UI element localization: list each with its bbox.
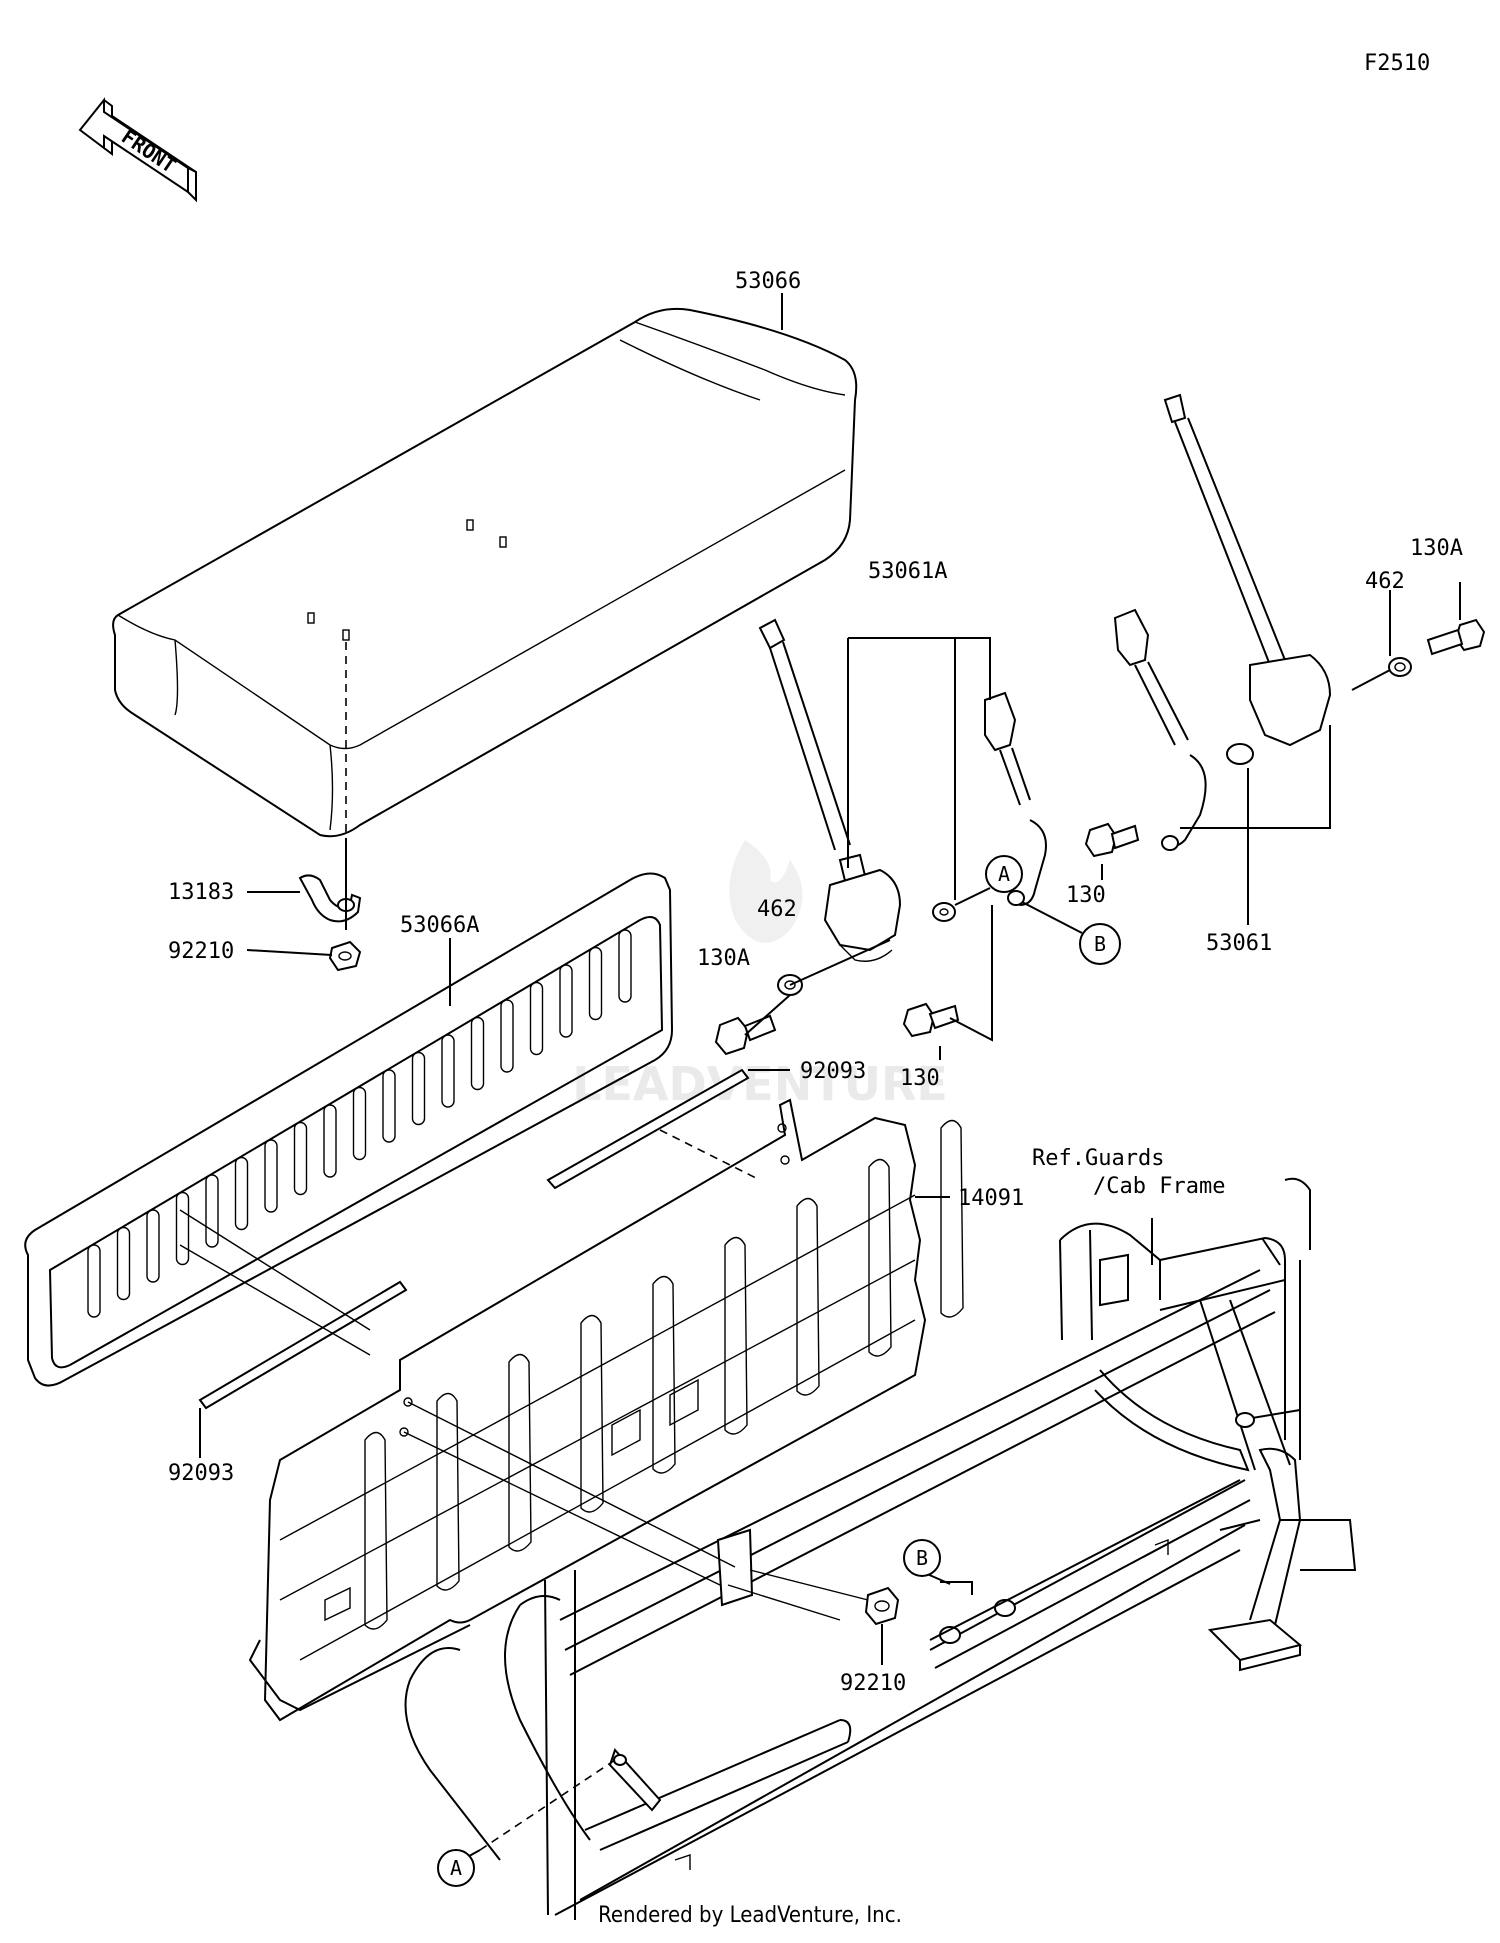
backrest-slot bbox=[116, 1226, 131, 1301]
panel-rib bbox=[940, 1119, 964, 1318]
backrest-slot bbox=[500, 999, 514, 1073]
svg-text:B: B bbox=[1094, 932, 1106, 956]
backrest-slot bbox=[146, 1209, 160, 1283]
backrest-slot bbox=[618, 929, 632, 1003]
bolt-130-right bbox=[1084, 822, 1140, 858]
label-53066: 53066 bbox=[735, 269, 801, 294]
backrest-slot bbox=[293, 1121, 308, 1196]
strip-92093-bottom bbox=[198, 1280, 408, 1410]
label-53066A: 53066A bbox=[400, 913, 479, 938]
label-462-mid: 462 bbox=[757, 897, 797, 922]
label-53061A: 53061A bbox=[868, 559, 947, 584]
callout-b-upper: B bbox=[1079, 923, 1121, 965]
backrest-slot bbox=[323, 1104, 337, 1178]
backrest-slot bbox=[559, 964, 573, 1038]
panel-rib bbox=[436, 1392, 460, 1591]
label-462-right: 462 bbox=[1365, 569, 1405, 594]
backrest-slot bbox=[205, 1174, 219, 1248]
panel-rib bbox=[508, 1353, 532, 1552]
bolt-130A-mid bbox=[714, 1014, 777, 1056]
backrest-slot bbox=[234, 1156, 249, 1231]
label-130A-right: 130A bbox=[1410, 536, 1463, 561]
seatbelt-53061A bbox=[758, 618, 1047, 962]
footer-credit: Rendered by LeadVenture, Inc. bbox=[598, 1903, 902, 1928]
label-92210-bottom: 92210 bbox=[840, 1671, 906, 1696]
backrest-53066A bbox=[24, 872, 674, 1387]
backrest-slot bbox=[441, 1034, 455, 1108]
washer-462-right bbox=[1388, 657, 1412, 677]
cab-frame-lower bbox=[404, 1269, 1276, 1920]
watermark: LEADVENTURE bbox=[572, 840, 948, 1111]
backrest-slot bbox=[470, 1016, 485, 1091]
bolt-130A-right bbox=[1426, 618, 1486, 656]
svg-text:A: A bbox=[998, 862, 1010, 886]
strip-92093-top bbox=[546, 1068, 761, 1190]
backrest-slot bbox=[382, 1069, 396, 1143]
callout-a-lower: A bbox=[437, 1849, 475, 1887]
label-130-right: 130 bbox=[1066, 883, 1106, 908]
backrest-slot bbox=[175, 1191, 190, 1266]
label-130-mid: 130 bbox=[900, 1066, 940, 1091]
panel-rib bbox=[724, 1236, 748, 1435]
bolt-130-mid bbox=[902, 1002, 960, 1038]
watermark-flame-icon bbox=[729, 840, 803, 943]
callout-b-lower: B bbox=[903, 1539, 941, 1577]
label-53061: 53061 bbox=[1206, 931, 1272, 956]
nut-92210-bottom bbox=[864, 1586, 900, 1626]
panel-14091 bbox=[248, 1098, 964, 1722]
front-arrow-icon: FRONT bbox=[78, 97, 197, 203]
diagram-code: F2510 bbox=[1364, 51, 1430, 76]
callout-a-upper: A bbox=[985, 855, 1023, 893]
backrest-slots bbox=[87, 929, 632, 1318]
backrest-slot bbox=[264, 1139, 278, 1213]
nut-92210-left bbox=[328, 940, 362, 972]
ref-note-line1: Ref.Guards bbox=[1032, 1146, 1164, 1171]
label-13183: 13183 bbox=[168, 880, 234, 905]
bracket-13183 bbox=[298, 838, 362, 930]
panel-rib bbox=[364, 1431, 388, 1630]
panel-rib bbox=[868, 1158, 892, 1357]
seatbelt-53061 bbox=[1113, 393, 1332, 851]
leader-lines bbox=[179, 293, 1461, 1861]
svg-text:B: B bbox=[916, 1546, 928, 1570]
label-92093-top: 92093 bbox=[800, 1059, 866, 1084]
label-92210-left: 92210 bbox=[168, 939, 234, 964]
backrest-slot bbox=[411, 1051, 426, 1126]
label-92093-bottom: 92093 bbox=[168, 1461, 234, 1486]
panel-rib bbox=[652, 1275, 676, 1474]
svg-text:A: A bbox=[450, 1856, 462, 1880]
seat-cushion bbox=[112, 307, 858, 840]
cab-frame-right bbox=[1059, 1177, 1357, 1672]
watermark-text: LEADVENTURE bbox=[572, 1057, 948, 1111]
backrest-slot bbox=[352, 1086, 367, 1161]
label-130A-mid: 130A bbox=[697, 946, 750, 971]
backrest-slot bbox=[588, 946, 603, 1021]
ref-note-line2: /Cab Frame bbox=[1093, 1174, 1225, 1199]
backrest-slot bbox=[529, 981, 544, 1056]
panel-rib bbox=[580, 1314, 604, 1513]
backrest-slot bbox=[87, 1244, 101, 1318]
label-14091: 14091 bbox=[958, 1186, 1024, 1211]
panel-rib bbox=[796, 1197, 820, 1396]
